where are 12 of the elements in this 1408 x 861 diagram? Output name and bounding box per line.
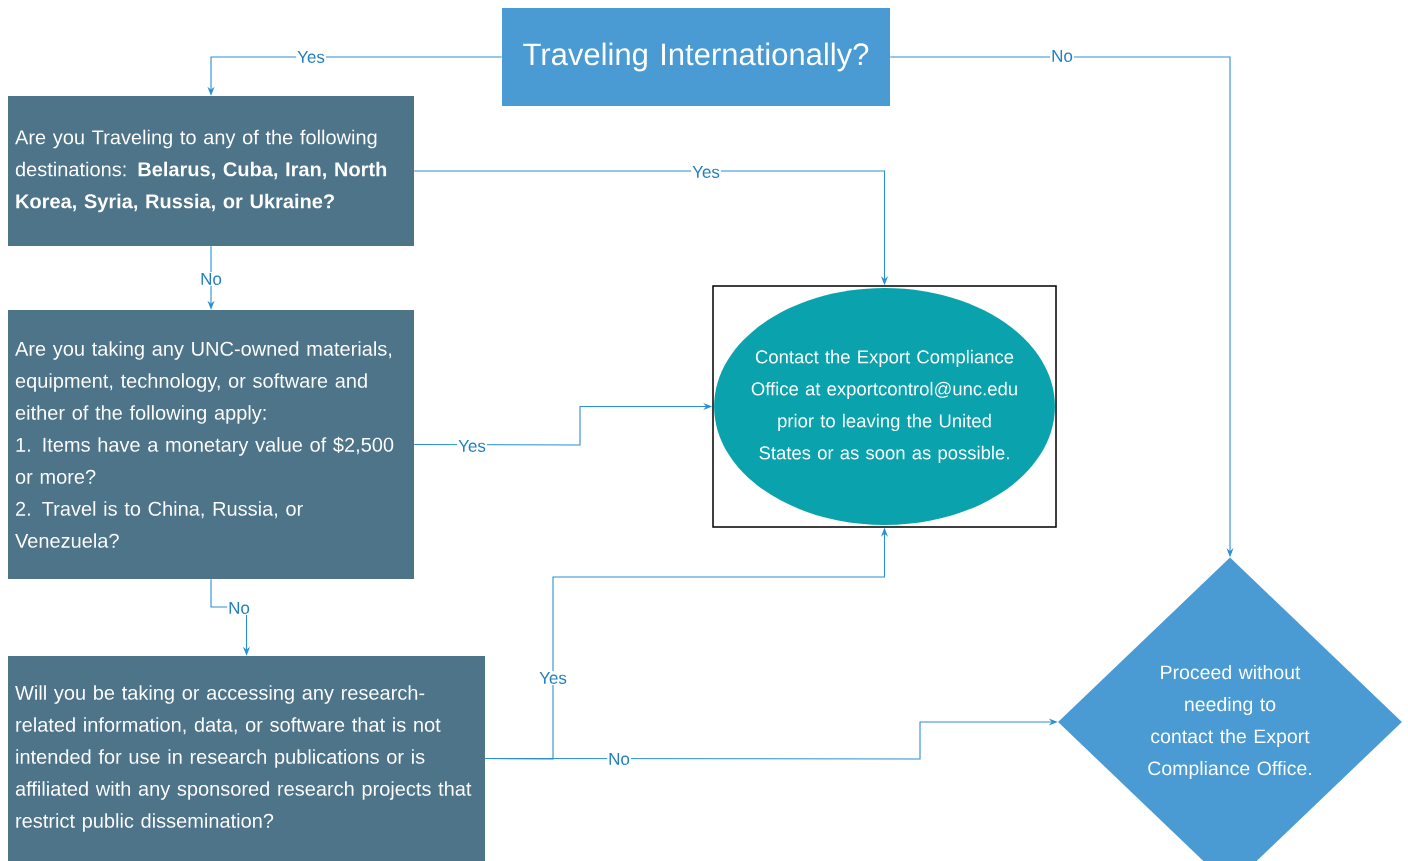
question-box: Will you be taking or accessing any research-related information, data, or software that is not intended for use in research publications or is affiliated with any sponsored research projects that restrict public dissemination? xyxy=(8,656,485,861)
edge-label: Yes xyxy=(296,50,326,64)
edge-label: No xyxy=(199,272,223,286)
edge-label: No xyxy=(1050,49,1074,63)
edge-label: No xyxy=(607,752,631,766)
edge-label: Yes xyxy=(538,671,568,685)
question-box: Are you taking any UNC-owned materials, equipment, technology, or software and either of the following apply: 1. Items have a monetary value of $2,500 or more? 2. Travel is to China, Russia, or Venezuela? xyxy=(8,310,414,579)
edge-label: No xyxy=(227,601,251,615)
edge-label: Yes xyxy=(457,439,487,453)
edge-label: Yes xyxy=(691,165,721,179)
decision-box: Traveling Internationally? xyxy=(502,8,890,106)
question-box: Are you Traveling to any of the following destinations: Belarus, Cuba, Iran, North Korea, Syria, Russia, or Ukraine? xyxy=(8,96,414,246)
